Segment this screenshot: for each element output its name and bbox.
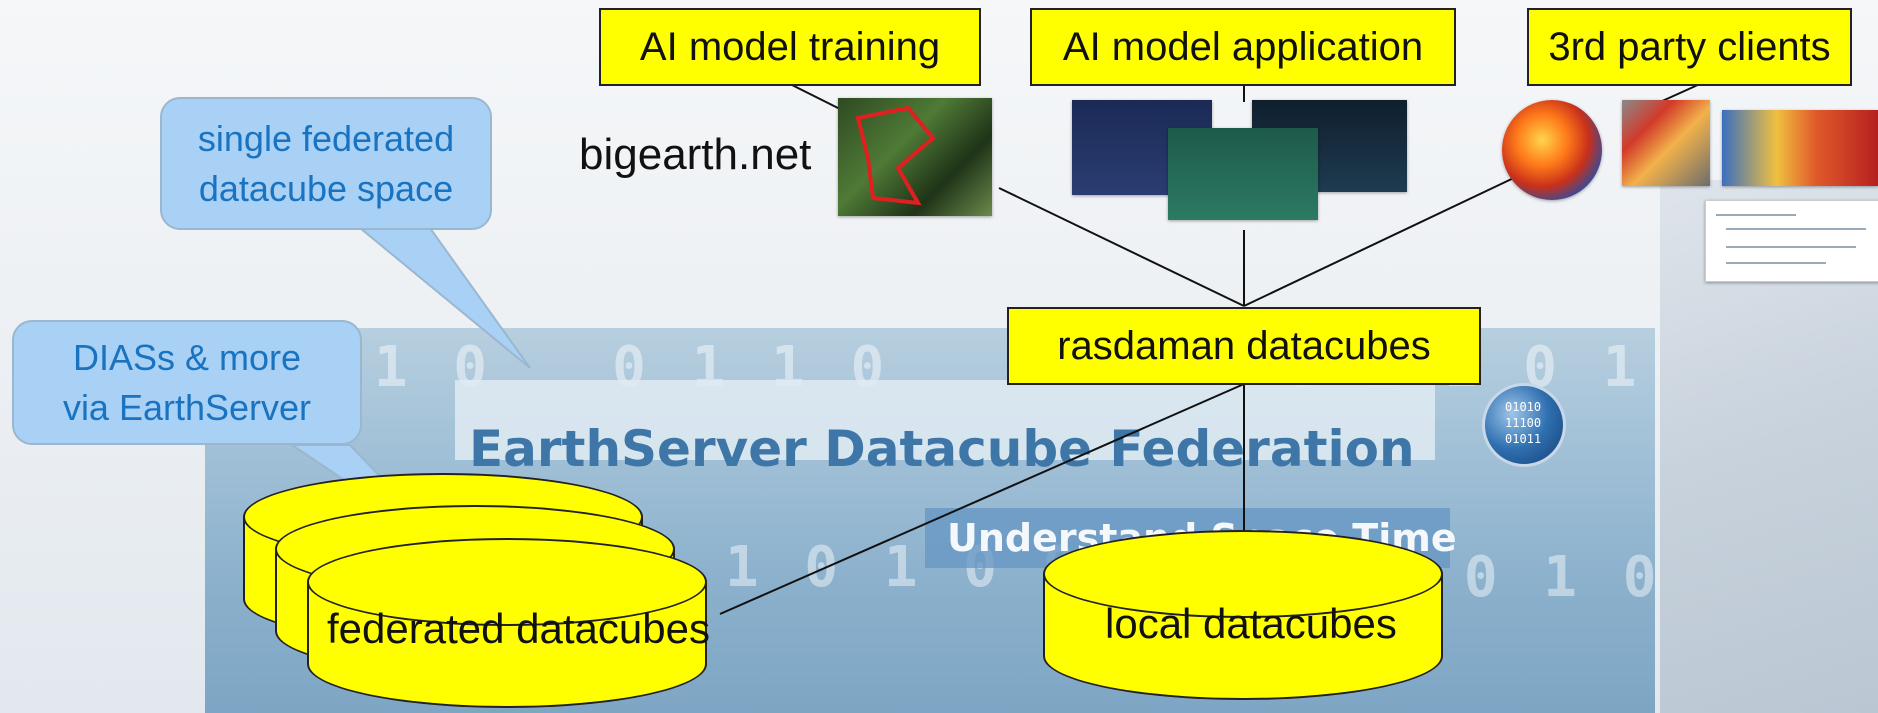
callout-single-federated-line2: datacube space — [198, 167, 454, 209]
federated-datacubes-label: federated datacubes — [327, 605, 710, 652]
satellite-forest-thumbnail — [838, 98, 992, 216]
banner-title-stripe — [455, 380, 1435, 460]
line-rasdaman-clients — [1243, 174, 1521, 307]
callout-diass: DIASs & more via EarthServer — [12, 320, 362, 445]
callout-diass-line2: via EarthServer — [62, 386, 312, 428]
bigearth-label: bigearth.net — [579, 130, 812, 179]
globe-thumbnail — [1502, 100, 1602, 200]
code-snippet-thumbnail — [1705, 200, 1878, 282]
continent-map-thumbnail — [1722, 110, 1878, 186]
callout-single-federated: single federated datacube space — [160, 97, 492, 230]
line-training-thumb — [789, 83, 843, 111]
line-clients-thumb — [1659, 83, 1701, 103]
box-rasdaman-datacubes: rasdaman datacubes — [1007, 307, 1481, 385]
analysis-slide-thumbnail — [1168, 128, 1318, 220]
heatmap-thumbnail — [1622, 100, 1710, 186]
local-datacubes-label: local datacubes — [1105, 600, 1397, 647]
line-rasdaman-federated — [719, 383, 1245, 615]
line-rasdaman-bigearth — [998, 187, 1245, 307]
callout-single-federated-line1: single federated — [197, 117, 455, 159]
box-3rd-party-clients: 3rd party clients — [1527, 8, 1852, 86]
box-ai-model-training: AI model training — [599, 8, 981, 86]
federated-cylinder-front — [307, 538, 707, 708]
banner-title: EarthServer Datacube Federation — [469, 420, 1415, 478]
box-ai-model-application: AI model application — [1030, 8, 1456, 86]
callout-diass-line1: DIASs & more — [72, 336, 302, 378]
local-cylinder — [1043, 530, 1443, 700]
